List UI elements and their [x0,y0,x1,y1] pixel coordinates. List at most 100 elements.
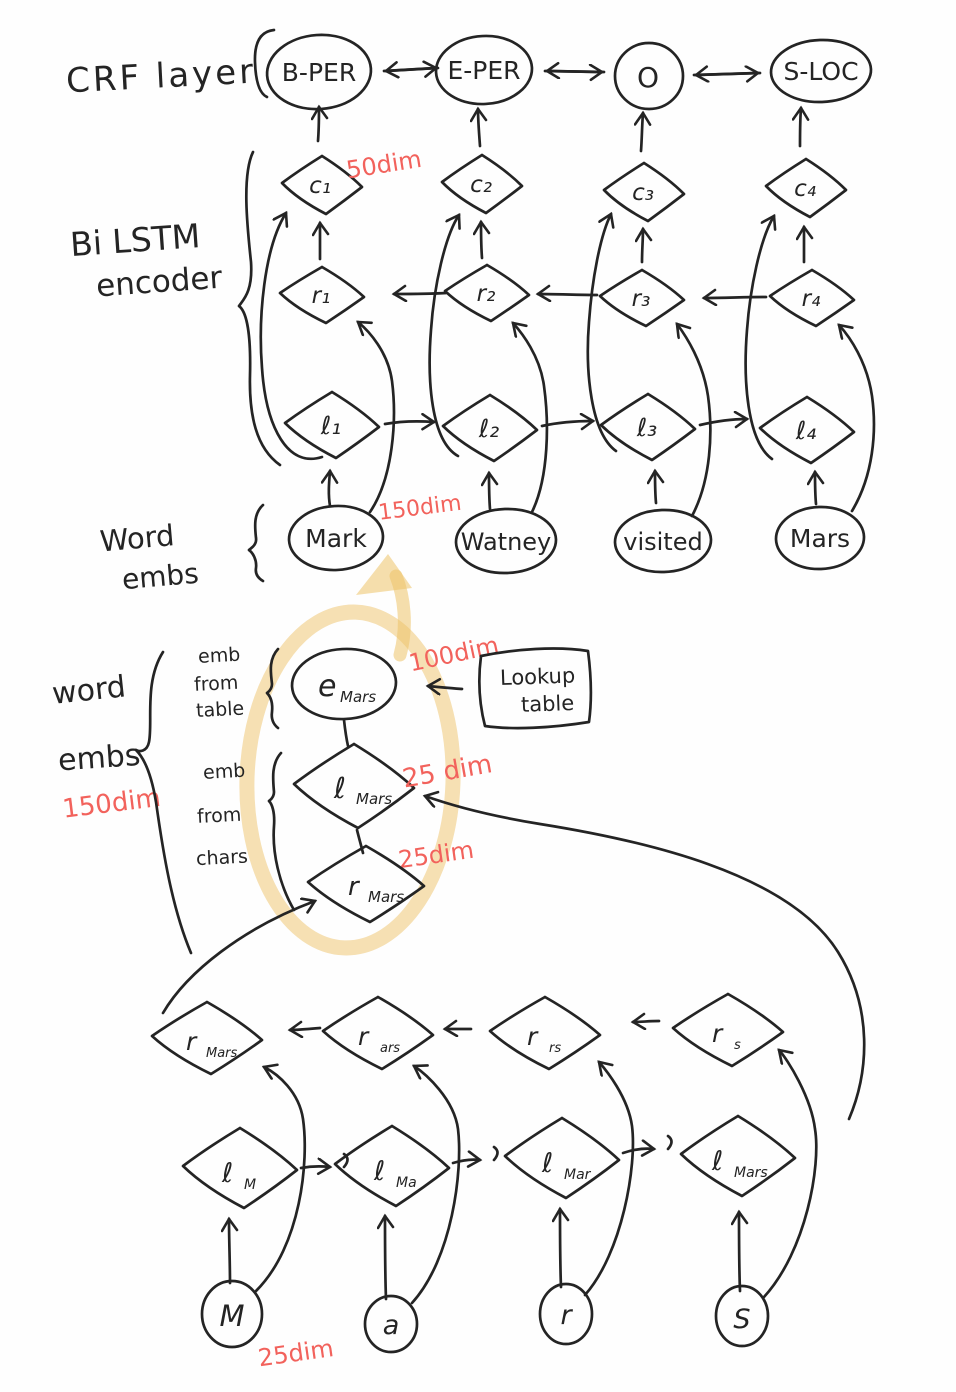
word-embs-label-1: Word [98,518,175,558]
node-rb-s [671,992,785,1068]
node-rb-mars-main: r [186,1027,198,1056]
arrow-r4-r3 [704,297,768,298]
arrow-lbm-lbma-hook [342,1152,349,1169]
node-c1 [280,154,364,216]
arrow-r3-r2 [538,294,599,295]
arrow-rbs-rbrs [633,1021,661,1022]
node-c3-label: c₃ [632,180,654,206]
word-oval-mark [287,504,385,572]
word-embs-label-2: embs [121,557,200,597]
node-lb-mars [679,1114,797,1198]
char-r: r [560,1300,573,1331]
char-a: a [383,1310,400,1341]
lookup-table-box [478,647,593,730]
char-circle-a [363,1294,419,1354]
node-e-mars [290,647,398,721]
node-rb-mars-sub: Mars [206,1046,238,1061]
arrow-r-lbmar [560,1209,561,1289]
table-branch-label-2: from [194,672,239,696]
arrow-lookup-e [428,686,464,689]
detail-label-2: embs [57,738,142,779]
curve-l2-c2 [428,215,459,458]
node-lb-ma-main: ℓ [373,1156,385,1187]
arrow-word1-l1 [329,471,330,508]
char-circle-r [538,1282,594,1346]
node-r-mars-detail-main: r [348,872,361,902]
encoder-brace [237,150,282,467]
node-l3 [599,392,697,462]
encoder-label-2: encoder [95,260,224,305]
arrow-lbmar-lbmars-hook [666,1134,673,1151]
word-mars: Mars [790,524,850,553]
node-l2-label: ℓ₂ [478,414,499,443]
word-oval-mars [774,505,866,571]
curve-r-rbrs [583,1062,635,1297]
node-r4 [768,268,856,328]
node-e-mars-sub: Mars [340,688,376,706]
curve-a-rbars [410,1066,461,1305]
node-r-mars-detail [306,844,426,924]
node-lb-m [181,1126,299,1210]
node-l2 [441,393,539,463]
word-oval-visited [613,508,713,574]
encoder-label-1: Bi LSTM [69,216,202,264]
arrow-l3-l4 [698,419,747,425]
crf-bidir-arrow-1b [386,68,440,71]
node-lb-mar [503,1116,621,1200]
tag-eper: E-PER [447,56,520,85]
curve-charrmars-to-rmars [161,901,315,1015]
arrow-s-lbmars [739,1212,740,1293]
node-r1-label: r₁ [312,283,331,309]
arrow-lbmar-lbmars [621,1149,654,1153]
table-branch-label-3: table [196,697,245,721]
lookup-label-1: Lookup [500,663,576,690]
word-row-brace [247,503,265,583]
char-branch-label-2: from [197,804,242,828]
node-c4 [764,157,848,219]
node-rb-mars [150,1000,264,1076]
node-c4-label: c₄ [794,176,816,202]
char-circle-m [200,1279,264,1349]
arrow-word4-l4 [815,472,816,506]
node-l3-label: ℓ₃ [636,413,657,442]
curve-l1-c1 [259,213,324,461]
embedding-detail-section: word embs 150dim emb from table e Mars 1… [50,631,866,1121]
char-lstm-section: r Mars r ars r rs r s ℓ M ℓ Ma ℓ Mar ℓ M… [150,992,818,1372]
table-branch-label-1: emb [197,644,240,668]
tag-oval-sloc [769,38,873,104]
curve-word4-r4 [839,325,876,513]
node-c1-label: c₁ [309,173,331,199]
node-lb-ma-sub: Ma [396,1175,417,1191]
table-branch-brace [265,647,280,730]
tag-sloc: S-LOC [783,57,858,86]
node-l1 [283,390,381,460]
node-l-mars-detail [292,742,416,830]
char-dim-annotation: 25dim [256,1334,335,1372]
node-rb-s-main: r [712,1019,724,1048]
node-lb-mars-main: ℓ [711,1146,723,1177]
node-rb-s-sub: s [734,1038,741,1053]
node-c2-label: c₂ [470,172,492,198]
node-r3 [598,268,686,328]
highlight-group [239,554,461,956]
crf-bidir-arrow-2b [547,71,606,72]
node-r4-label: r₄ [802,286,821,312]
arrow-word3-l3 [655,471,656,505]
word-dim-annotation: 150dim [377,491,463,526]
char-branch-label-3: chars [196,845,249,870]
curve-m-rbmars [254,1067,307,1293]
connector-l-r [355,828,365,855]
tag-bper: B-PER [282,58,356,87]
curve-word3-r3 [677,324,712,518]
node-rb-rs [488,995,602,1071]
node-c3 [602,161,686,223]
tag-oval-o [613,41,685,111]
node-l4-label: ℓ₄ [795,416,816,445]
node-rb-rs-sub: rs [549,1041,561,1056]
arrow-l2-l3 [540,421,593,426]
arrow-lbma-lbmar-hook [492,1145,499,1162]
char-branch-label-1: emb [202,760,245,784]
node-lb-m-sub: M [244,1177,256,1193]
curve-l3-c3 [586,214,618,453]
arrow-lbma-lbmar [451,1160,480,1163]
